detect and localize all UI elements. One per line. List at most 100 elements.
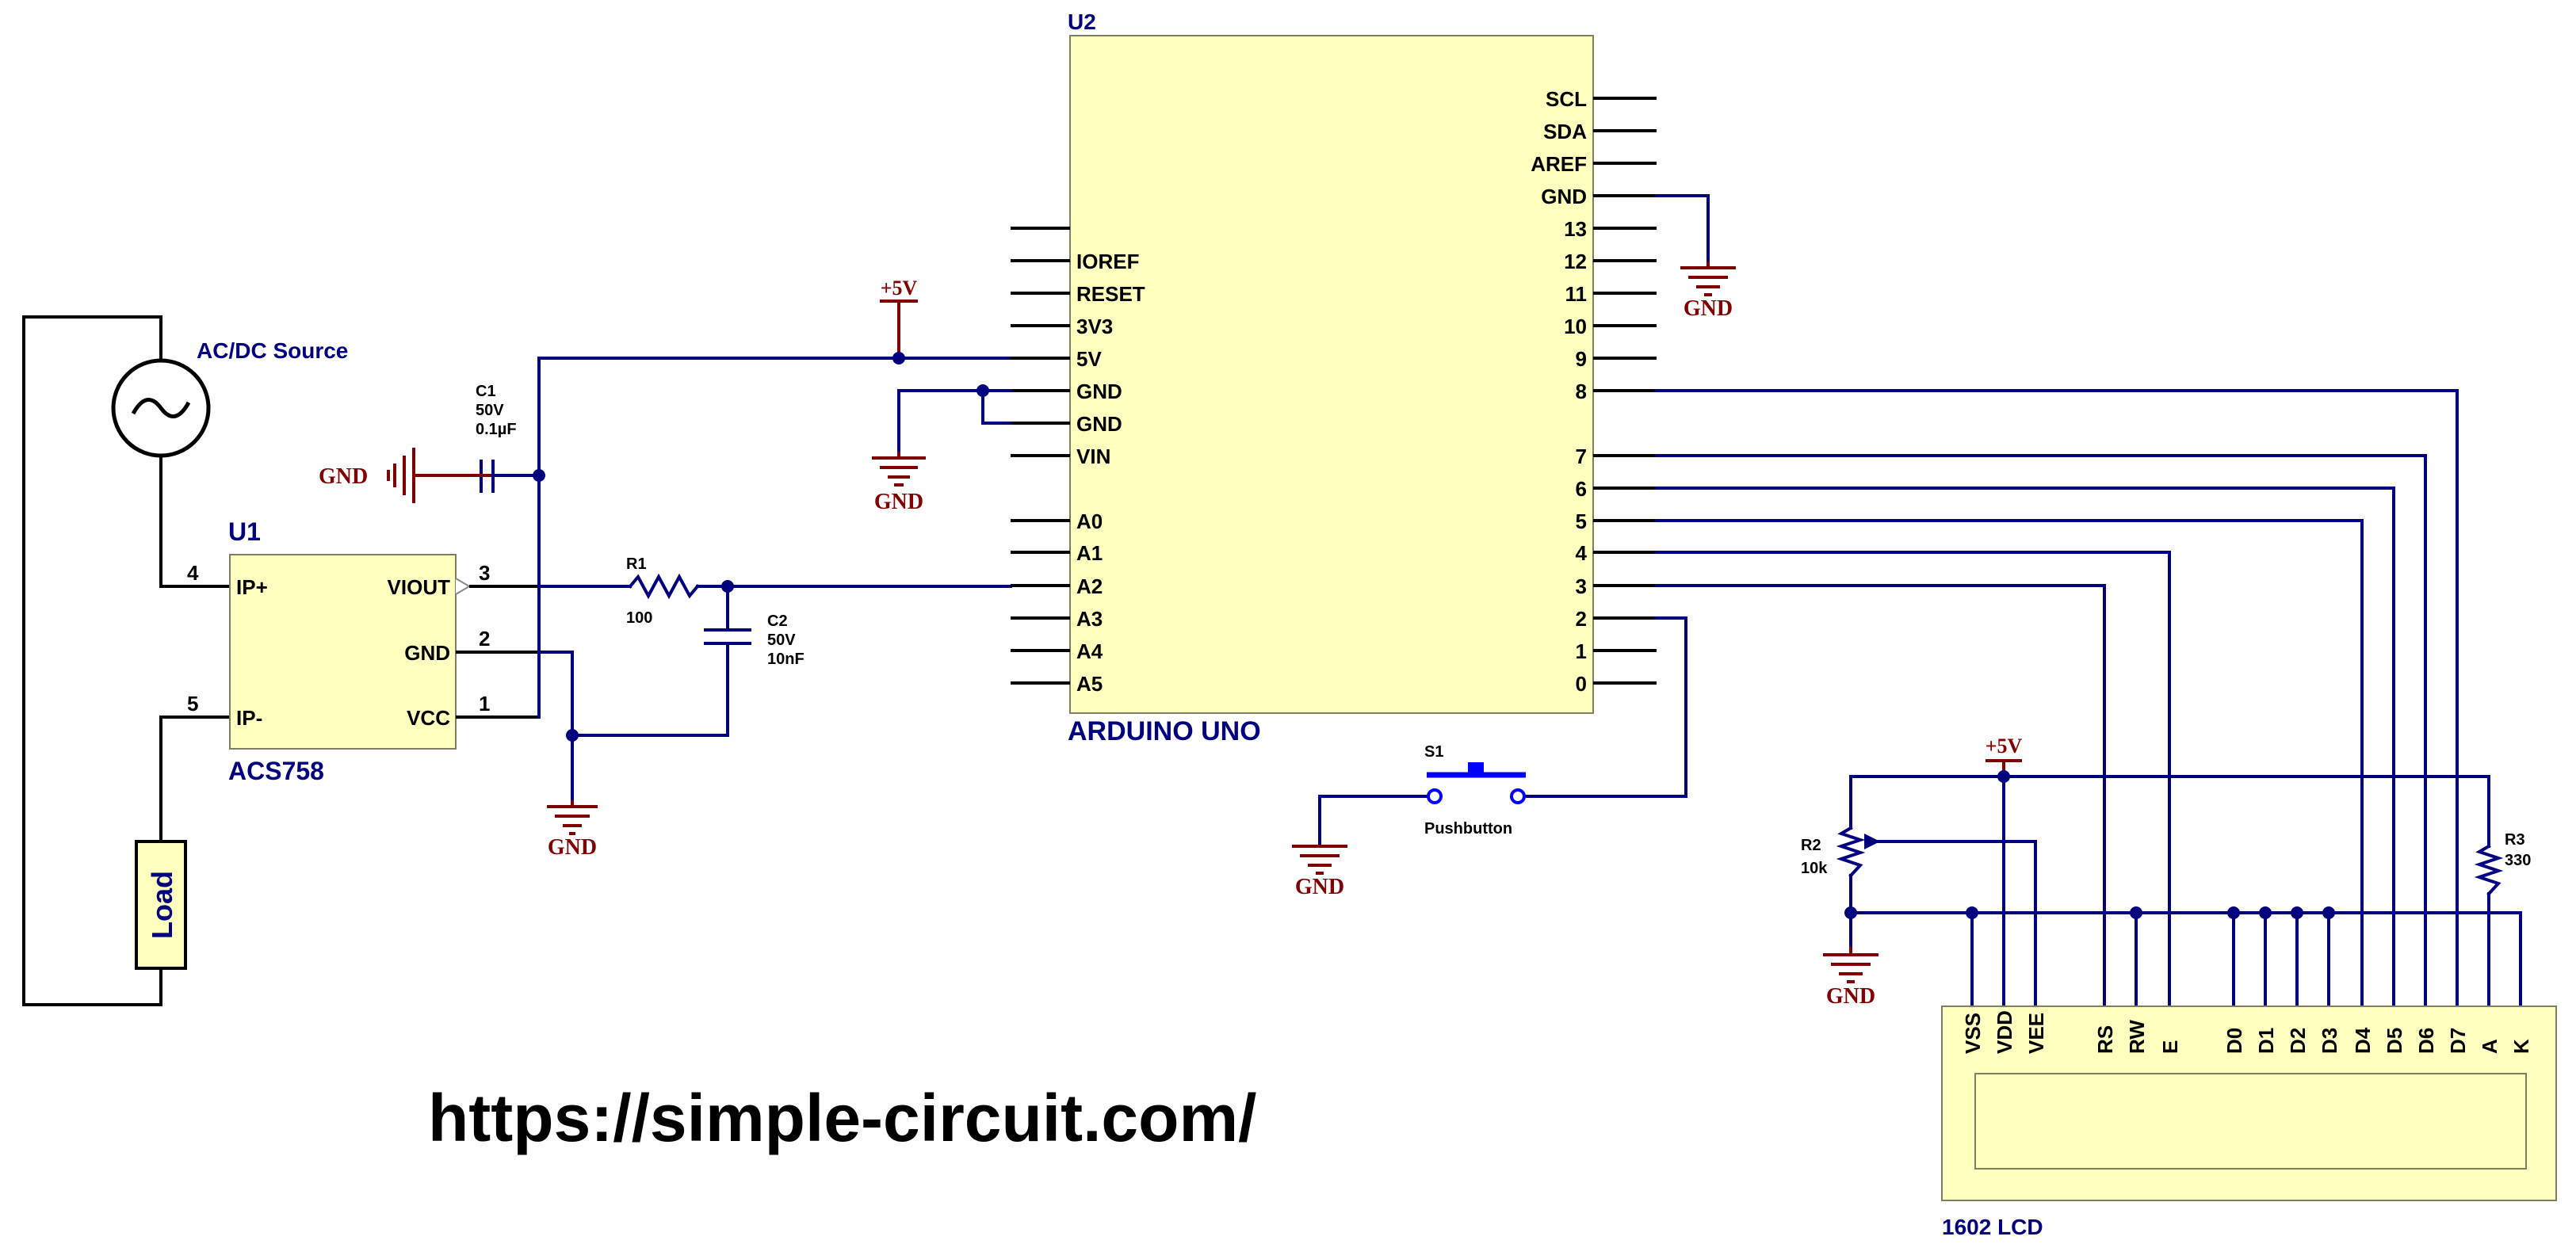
- lcd-pin-label: VSS: [1961, 1013, 1985, 1054]
- lcd-pin-label: D6: [2414, 1028, 2438, 1054]
- lcd-pin-label: A: [2478, 1039, 2501, 1054]
- arduino-left-pin-label: IOREF: [1076, 250, 1139, 273]
- arduino-left-pin-label: A5: [1076, 672, 1103, 696]
- arduino-right-pin-label: 2: [1576, 607, 1587, 631]
- arduino-left-pin-label: 5V: [1076, 347, 1102, 371]
- sensor-wires: [506, 357, 1012, 802]
- arduino-right-pin-label: 11: [1565, 282, 1588, 306]
- lcd-pin-label: RS: [2093, 1025, 2117, 1054]
- lcd-pin-label: D4: [2351, 1027, 2375, 1054]
- lcd-pin-label: VEE: [2024, 1013, 2048, 1054]
- u1-pin-num-4: 4: [187, 561, 199, 585]
- u1-pin-num-2: 2: [479, 627, 490, 651]
- lcd-pin-label: VDD: [1993, 1010, 2016, 1054]
- ground-symbol-c1: [387, 448, 415, 503]
- r1-value: 100: [626, 609, 652, 627]
- arduino-right-pin-label: SCL: [1546, 87, 1587, 111]
- arduino-left-pin-label: A4: [1076, 639, 1103, 663]
- lcd-pin-label: D0: [2222, 1028, 2246, 1054]
- lcd-1602: [1941, 1006, 2557, 1201]
- arduino-right-pin-label: 12: [1564, 250, 1587, 273]
- arduino-right-pin-label: 8: [1576, 380, 1587, 403]
- u1-pin-num-3: 3: [479, 561, 490, 585]
- c2-value: 10nF: [767, 651, 805, 668]
- arduino-right-pin-label: GND: [1541, 185, 1587, 208]
- gnd-label-switch: GND: [1295, 875, 1344, 899]
- u1-pin-vcc: VCC: [407, 706, 450, 730]
- c2-voltage: 50V: [767, 632, 796, 649]
- r3-ref: R3: [2505, 831, 2525, 849]
- arduino-left-pin-label: A3: [1076, 607, 1103, 631]
- ground-symbol-switch: [1292, 845, 1347, 875]
- u1-pin-ip-minus: IP-: [236, 706, 262, 730]
- resistor-r1: [628, 573, 700, 600]
- arduino-right-pin-label: 13: [1564, 217, 1587, 241]
- u1-pin-ip-plus: IP+: [236, 575, 268, 599]
- capacitor-c2: [704, 628, 751, 645]
- gnd-label-lcd: GND: [1826, 984, 1875, 1009]
- u1-pin-num-1: 1: [479, 692, 490, 715]
- arduino-right-pin-label: 1: [1576, 639, 1587, 663]
- lcd-power-wires: [1849, 759, 2522, 1008]
- s1-ref: S1: [1424, 743, 1443, 761]
- lcd-pin-label: D2: [2286, 1028, 2310, 1054]
- resistor-r3: [2474, 844, 2504, 896]
- arduino-right-pin-label: AREF: [1531, 152, 1587, 176]
- u1-ref: U1: [228, 517, 261, 546]
- lcd-pin-label: D5: [2383, 1028, 2406, 1054]
- arduino-right-pin-label: 6: [1576, 477, 1587, 501]
- arduino-left-pin-label: 3V3: [1076, 315, 1113, 338]
- arduino-right-pin-label: 9: [1576, 347, 1587, 371]
- arduino-left-pin-label: GND: [1076, 380, 1122, 403]
- arduino-left-pin-label: GND: [1076, 412, 1122, 436]
- gnd-label-arduino: GND: [874, 490, 923, 514]
- lcd-pin-label: K: [2509, 1039, 2533, 1054]
- ground-symbol-arduino-right: [1680, 261, 1736, 296]
- pushbutton-s1: [1427, 762, 1526, 804]
- arduino-right-pin-label: 7: [1576, 445, 1587, 468]
- arduino-left-pin-label: A2: [1076, 574, 1103, 598]
- gnd-label-arduino-right: GND: [1684, 296, 1733, 321]
- lcd-pin-label: D7: [2446, 1028, 2470, 1054]
- lcd-pin-label: RW: [2125, 1020, 2149, 1054]
- u1-pin-viout: VIOUT: [388, 575, 451, 599]
- arduino-left-pin-label: RESET: [1076, 282, 1145, 306]
- arduino-right-pin-label: SDA: [1543, 120, 1587, 143]
- source-load-loop: [22, 315, 230, 1006]
- c2-ref: C2: [767, 612, 788, 630]
- u1-pin-gnd: GND: [404, 641, 450, 665]
- lcd-pin-label: D3: [2318, 1028, 2341, 1054]
- ac-dc-source: [111, 358, 211, 458]
- arduino-right-pin-label: 3: [1576, 574, 1587, 598]
- arduino-right-pin-label: 5: [1576, 509, 1587, 533]
- power-5v-arduino: [880, 300, 918, 358]
- source-label: AC/DC Source: [197, 338, 348, 363]
- arduino-left-pin-label: VIN: [1076, 445, 1110, 468]
- lcd-name: 1602 LCD: [1942, 1215, 2043, 1239]
- load-label: Load: [146, 871, 178, 939]
- capacitor-c1: [480, 460, 509, 493]
- lcd-data-wires: [1655, 389, 2459, 1008]
- r3-value: 330: [2505, 852, 2531, 869]
- u1-pin-num-5: 5: [187, 692, 198, 715]
- load-box: Load: [135, 840, 187, 970]
- r1-ref: R1: [626, 555, 647, 573]
- c1-value: 0.1µF: [476, 421, 517, 438]
- lcd-pin-label: D1: [2254, 1028, 2278, 1054]
- r2-ref: R2: [1801, 837, 1821, 854]
- r2-value: 10k: [1801, 860, 1828, 877]
- potentiometer-r2: [1836, 826, 1880, 878]
- lcd-pin-label: E: [2158, 1040, 2182, 1054]
- u2-name: ARDUINO UNO: [1068, 716, 1261, 746]
- arduino-right-pin-label: 10: [1564, 315, 1587, 338]
- site-url: https://simple-circuit.com/: [428, 1081, 1257, 1155]
- arduino-right-pin-label: 0: [1576, 672, 1587, 696]
- vcc-label-lcd: +5V: [1986, 735, 2023, 757]
- ground-symbol-lcd: [1823, 947, 1878, 983]
- arduino-left-pin-label: A1: [1076, 541, 1103, 565]
- arduino-right-pin-label: 4: [1576, 541, 1588, 565]
